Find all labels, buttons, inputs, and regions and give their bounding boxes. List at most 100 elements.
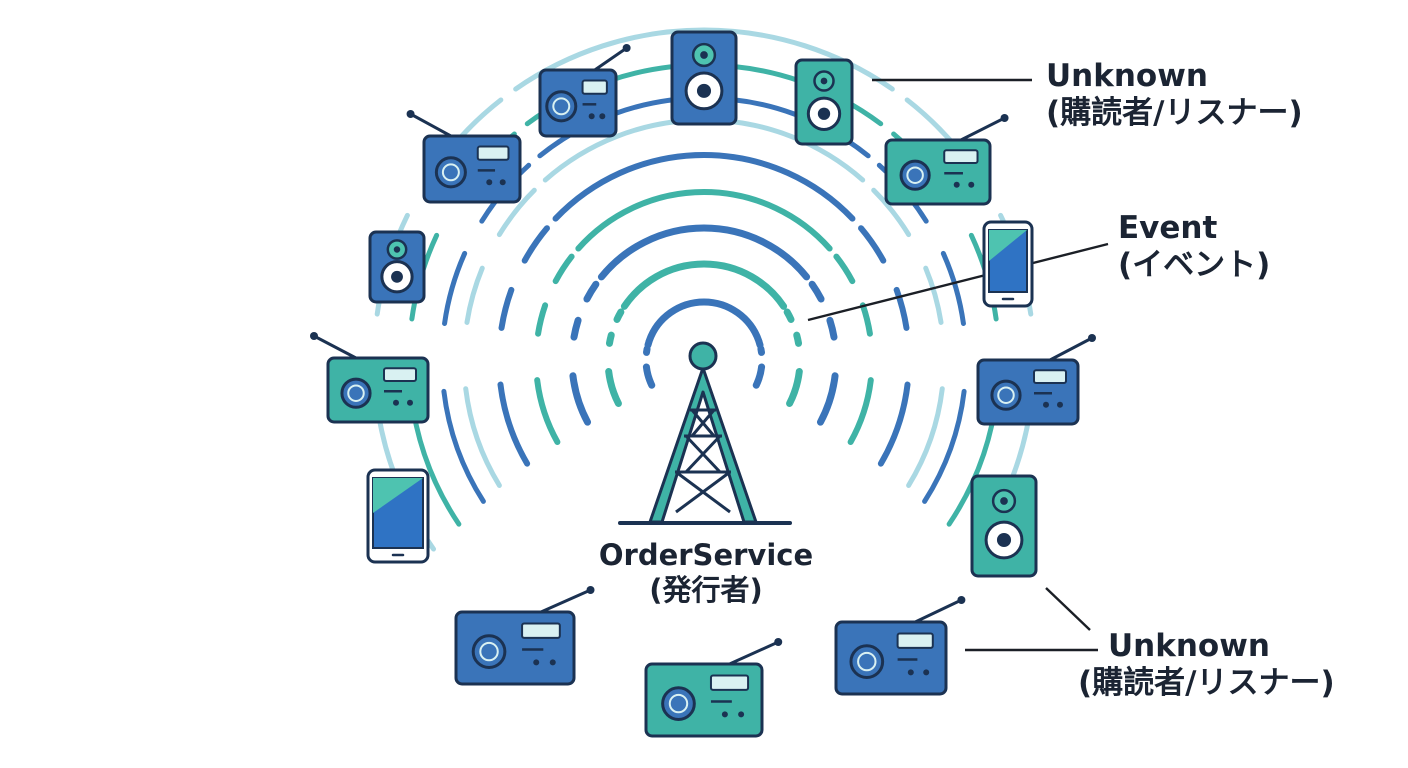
radio-speaker [661, 686, 696, 721]
subscriber-devices [310, 30, 1096, 738]
signal-wave-arc [534, 377, 561, 446]
radio-display [521, 622, 561, 639]
signal-wave-arc [858, 225, 887, 264]
publisher-name: OrderService [598, 538, 814, 572]
radio-knob [599, 113, 606, 120]
antenna [312, 334, 358, 360]
radio-speaker-ring [668, 693, 689, 714]
event-label: Event (イベント) [1118, 210, 1270, 284]
subscriber-label-bottom: Unknown (購読者/リスナー) [1078, 628, 1335, 702]
radio-knob [907, 669, 914, 676]
tower-truss [675, 470, 731, 514]
tower-frame [648, 366, 758, 524]
signal-wave-arc [521, 225, 550, 264]
signal-wave-arc [498, 286, 515, 331]
event-role: (イベント) [1118, 247, 1271, 284]
antenna-tip [622, 44, 631, 52]
subscriber-label-top: Unknown (購読者/リスナー) [1046, 58, 1303, 132]
radio-knob [499, 179, 506, 186]
subscriber-role: (購読者/リスナー) [1078, 665, 1335, 702]
radio-speaker [545, 90, 578, 123]
signal-wave-arc [463, 386, 502, 488]
speaker-woofer-center [817, 107, 831, 120]
radio-icon [454, 586, 595, 686]
signal-wave-arc [441, 388, 486, 504]
radio-knob [1057, 401, 1063, 408]
speaker-woofer-center [996, 532, 1012, 548]
radio-knob [968, 181, 975, 188]
speaker-tweeter-center [700, 51, 708, 59]
event-name: Event [1118, 210, 1218, 246]
radio-knob [533, 659, 540, 666]
signal-wave-arc [552, 152, 856, 222]
radio-knob [1043, 401, 1049, 408]
radio-knob [721, 711, 728, 718]
speaker-icon [794, 58, 854, 146]
signal-wave-arc [786, 367, 803, 407]
speaker-icon [368, 230, 426, 304]
radio-speaker [340, 377, 372, 409]
signal-wave-arc [645, 298, 763, 345]
speaker-icon [670, 30, 738, 126]
signal-wave-arc [757, 345, 766, 356]
radio-knob [953, 181, 960, 188]
smartphone-icon [366, 468, 430, 564]
radio-knob [486, 179, 493, 186]
subscriber-role: (購読者/リスナー) [1046, 95, 1303, 132]
antenna-tip [586, 586, 595, 594]
publisher-role: (発行者) [649, 572, 763, 607]
radio-icon [406, 110, 522, 204]
radio-speaker-ring [857, 651, 877, 672]
radio-knob [588, 113, 595, 120]
signal-wave-arc [464, 265, 485, 325]
radio-speaker-ring [906, 166, 924, 184]
publisher-label: OrderService (発行者) [596, 538, 816, 608]
signal-wave-arc [793, 331, 803, 347]
signal-wave-arc [859, 302, 873, 337]
radio-speaker-ring [441, 163, 460, 182]
callout-lines [807, 78, 1109, 652]
signal-wave-arc [783, 308, 795, 323]
antenna [593, 46, 629, 72]
radio-display [709, 674, 750, 691]
speaker-tweeter-center [1000, 497, 1008, 505]
radio-knob [923, 669, 930, 676]
signal-wave-arc [847, 377, 874, 446]
tower-truss [690, 409, 716, 437]
radio-speaker [471, 634, 507, 669]
signal-wave-arc [620, 260, 788, 310]
signal-wave-arc [442, 250, 468, 327]
radio-display [476, 145, 510, 161]
radio-speaker-ring [479, 641, 499, 662]
callout-line [1045, 587, 1091, 631]
signal-wave-arc [833, 253, 856, 285]
signal-wave-arc [552, 253, 575, 285]
phone-screen-shine [989, 230, 1027, 261]
tower-truss [684, 434, 722, 474]
radio-display [896, 632, 934, 649]
signal-wave-arc [605, 331, 615, 347]
antenna [913, 598, 963, 624]
radio-speaker [899, 159, 931, 191]
signal-wave-arc [877, 381, 911, 467]
signal-wave-arc [535, 302, 549, 337]
antenna-tip [1000, 114, 1009, 122]
radio-speaker-ring [347, 384, 365, 402]
radio-speaker-ring [997, 386, 1015, 404]
antenna [959, 116, 1007, 142]
signal-wave-arc [816, 372, 839, 426]
antenna-tip [1088, 334, 1096, 342]
speaker-tweeter-center [820, 77, 828, 85]
signal-wave-arc [605, 367, 622, 407]
signal-wave-arc [613, 308, 625, 323]
antenna [409, 112, 453, 138]
radio-knob [738, 711, 745, 718]
radio-icon [976, 334, 1096, 426]
signal-wave-arc [752, 363, 766, 389]
signal-wave-arc [496, 187, 537, 238]
radio-knob [393, 399, 399, 406]
signal-wave-arc [826, 316, 838, 341]
broadcast-tower-icon [618, 341, 792, 525]
